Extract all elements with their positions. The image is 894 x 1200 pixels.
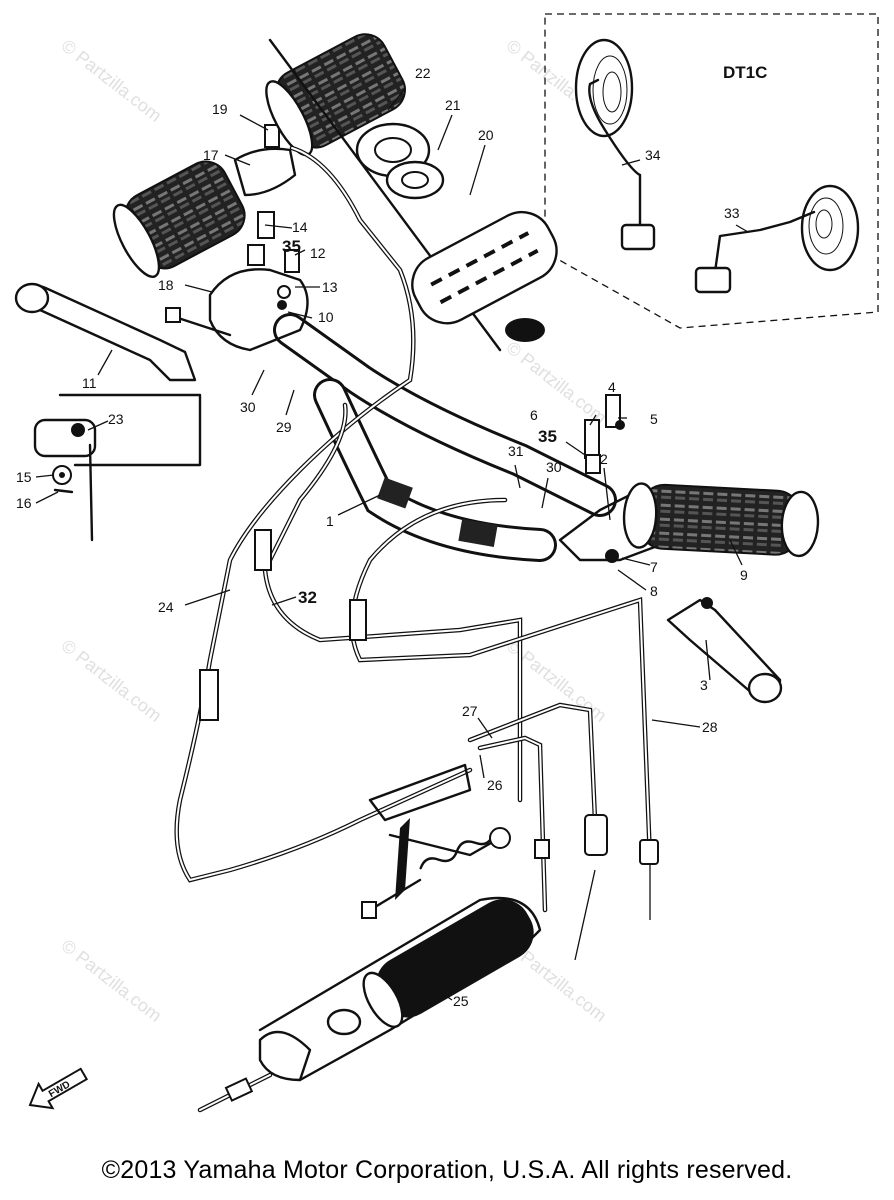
label-30b: 30 bbox=[546, 459, 562, 475]
label-23: 23 bbox=[108, 411, 124, 427]
label-2: 2 bbox=[600, 451, 608, 467]
mirror-34 bbox=[574, 38, 656, 251]
label-8: 8 bbox=[650, 583, 658, 599]
label-24: 24 bbox=[158, 599, 174, 615]
part-labels: 19 17 14 35 12 13 10 18 30 29 22 21 20 3… bbox=[16, 65, 748, 1009]
label-31: 31 bbox=[508, 443, 524, 459]
label-9: 9 bbox=[740, 567, 748, 583]
throttle-tube-20 bbox=[411, 210, 558, 342]
label-35b: 35 bbox=[538, 427, 557, 446]
diagram-canvas: © Partzilla.com © Partzilla.com © Partzi… bbox=[14, 13, 879, 1113]
label-20: 20 bbox=[478, 127, 494, 143]
label-26: 26 bbox=[487, 777, 503, 793]
label-35a: 35 bbox=[282, 237, 301, 256]
label-12: 12 bbox=[310, 245, 326, 261]
copyright-notice: ©2013 Yamaha Motor Corporation, U.S.A. A… bbox=[101, 1156, 793, 1184]
watermark: © Partzilla.com bbox=[58, 35, 166, 125]
mirror-33 bbox=[694, 184, 860, 294]
label-18: 18 bbox=[158, 277, 174, 293]
right-grip-9 bbox=[558, 394, 820, 563]
cables bbox=[174, 145, 659, 961]
right-lever-3 bbox=[666, 597, 783, 704]
label-14: 14 bbox=[292, 219, 308, 235]
label-11: 11 bbox=[82, 375, 97, 391]
label-7: 7 bbox=[650, 559, 658, 575]
handlebar bbox=[273, 313, 617, 562]
label-22: 22 bbox=[415, 65, 431, 81]
fwd-label: FWD bbox=[47, 1079, 72, 1100]
left-grip bbox=[112, 160, 246, 278]
label-19: 19 bbox=[212, 101, 228, 117]
inset-label: DT1C bbox=[723, 63, 767, 82]
label-25: 25 bbox=[453, 993, 469, 1009]
washer-21 bbox=[355, 122, 445, 200]
grip-22 bbox=[265, 33, 502, 352]
dt1c-inset: DT1C bbox=[544, 13, 879, 329]
throttle-housing-25 bbox=[197, 896, 542, 1113]
watermark: © Partzilla.com bbox=[58, 635, 166, 725]
watermark: © Partzilla.com bbox=[58, 935, 166, 1025]
label-15: 15 bbox=[16, 469, 32, 485]
watermark: © Partzilla.com bbox=[503, 337, 611, 427]
label-27: 27 bbox=[462, 703, 478, 719]
label-5: 5 bbox=[650, 411, 658, 427]
label-4: 4 bbox=[608, 379, 616, 395]
label-33: 33 bbox=[724, 205, 740, 221]
label-34: 34 bbox=[645, 147, 661, 163]
label-13: 13 bbox=[322, 279, 338, 295]
fwd-arrow-icon: FWD bbox=[28, 1067, 89, 1110]
label-30a: 30 bbox=[240, 399, 256, 415]
label-32: 32 bbox=[298, 588, 317, 607]
label-10: 10 bbox=[318, 309, 334, 325]
label-17: 17 bbox=[203, 147, 219, 163]
label-21: 21 bbox=[445, 97, 461, 113]
label-28: 28 bbox=[702, 719, 718, 735]
label-29: 29 bbox=[276, 419, 292, 435]
left-lever-11 bbox=[14, 282, 197, 382]
label-3: 3 bbox=[700, 677, 708, 693]
label-16: 16 bbox=[16, 495, 32, 511]
leader-lines bbox=[35, 89, 749, 1001]
switch-23 bbox=[33, 393, 202, 542]
label-1: 1 bbox=[326, 513, 334, 529]
label-6: 6 bbox=[530, 407, 538, 423]
